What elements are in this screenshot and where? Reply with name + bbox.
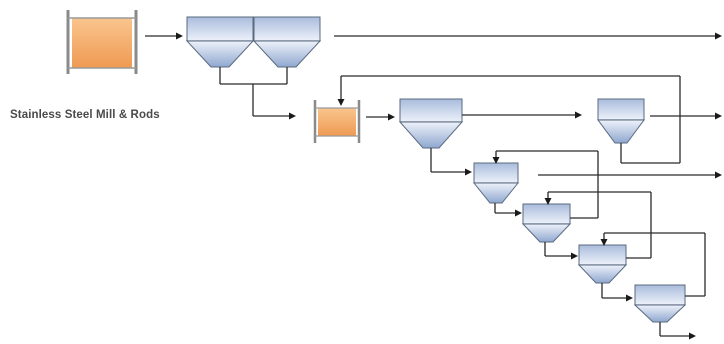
mill-label: Stainless Steel Mill & Rods	[10, 109, 160, 121]
mill-tank-small	[313, 100, 361, 143]
mill-tank-large	[66, 10, 138, 74]
cyclone-icon	[577, 244, 628, 284]
cyclone-double	[185, 16, 322, 68]
cyclone-icon	[252, 16, 322, 68]
cyclone-icon	[521, 203, 572, 243]
cyclone-icon	[597, 98, 645, 144]
cyclone-icon	[633, 284, 687, 323]
cyclone-icon	[185, 16, 255, 68]
cyclone-icon	[398, 98, 464, 149]
cyclone-icon	[472, 162, 520, 204]
